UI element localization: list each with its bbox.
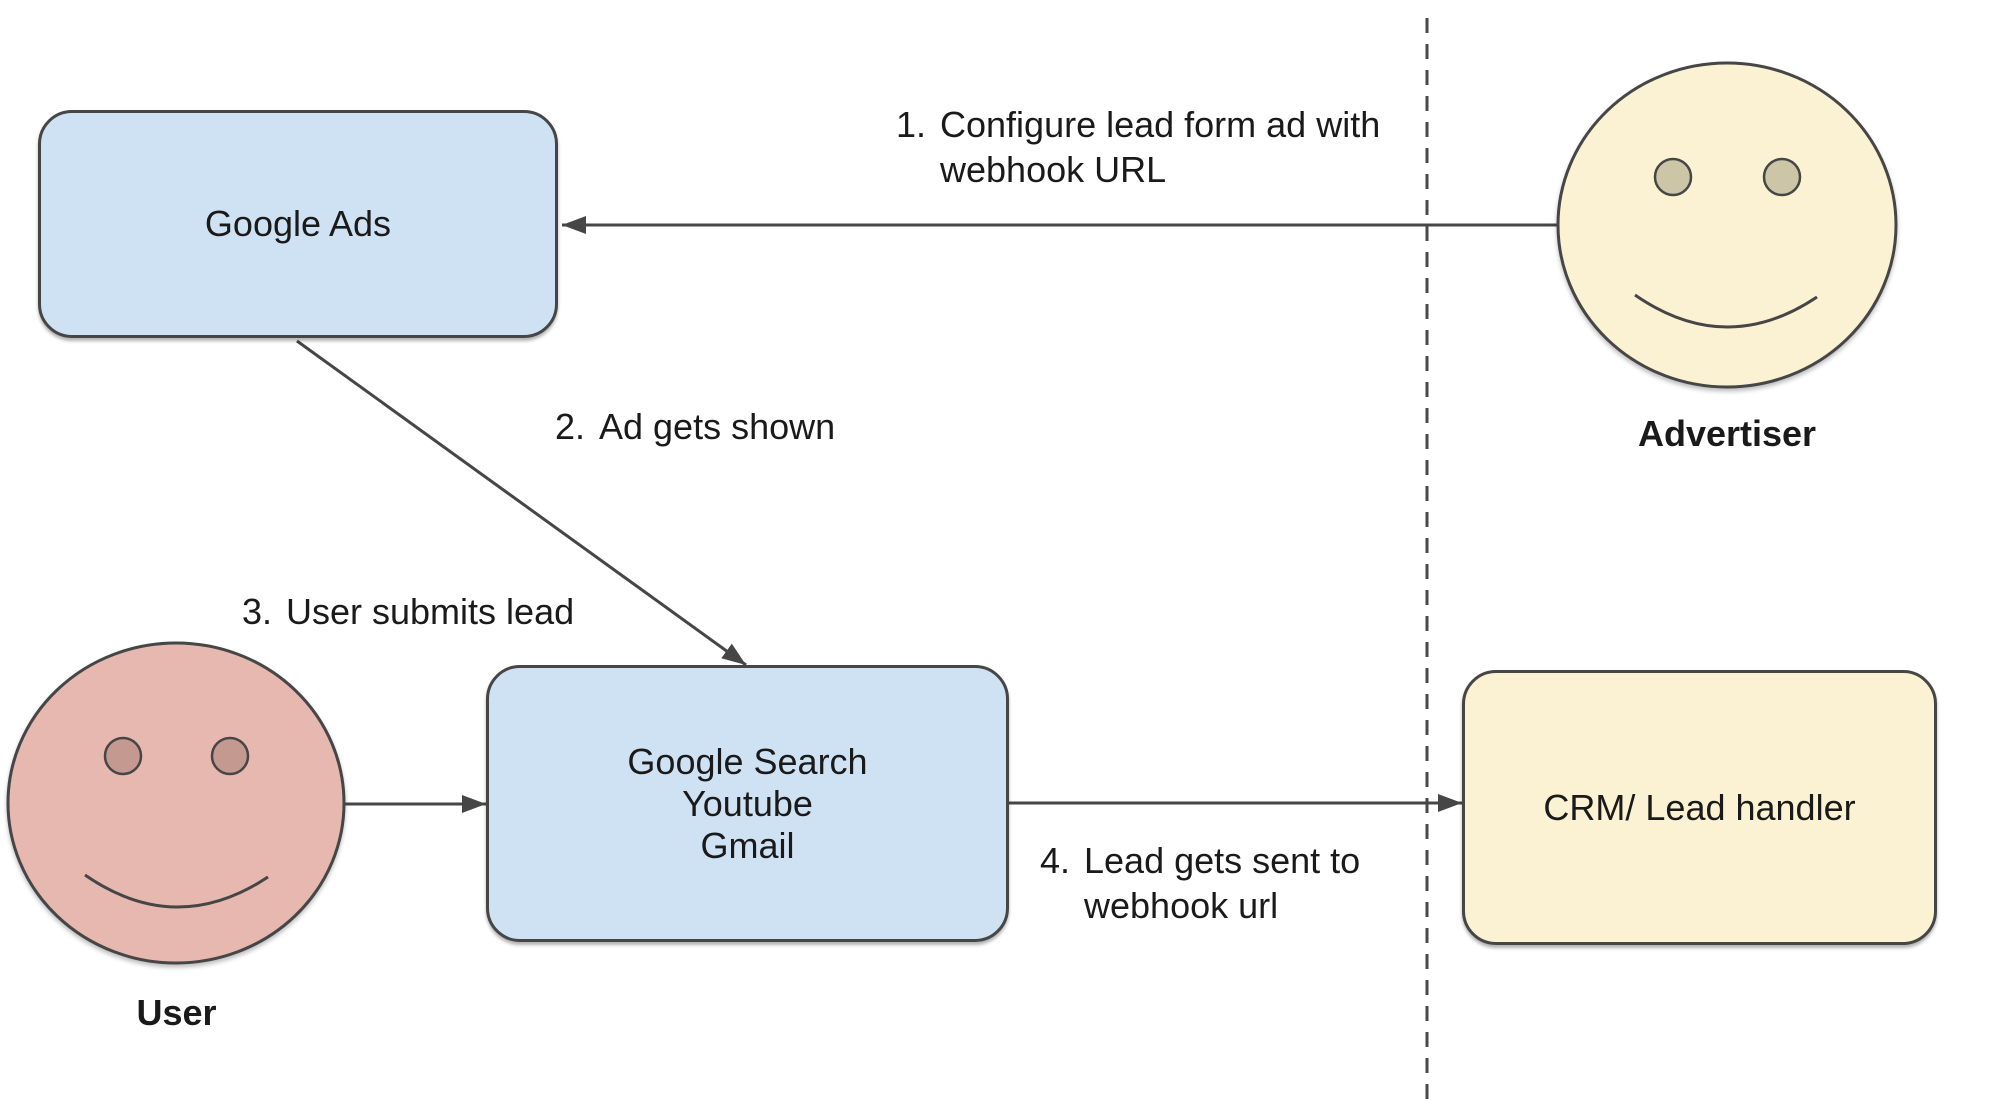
step-3-text: User submits lead [286, 591, 575, 632]
advertiser-head [1556, 61, 1898, 389]
advertiser-left-eye [1653, 157, 1693, 197]
advertiser-right-eye [1762, 157, 1802, 197]
step-1-number: 1. [896, 104, 927, 145]
step-4-text: Lead gets sent to webhook url [1084, 840, 1361, 926]
node-crm: CRM/ Lead handler [1462, 670, 1937, 945]
user-head [6, 641, 346, 965]
user-name-label: User [136, 992, 217, 1033]
channels-line-gmail: Gmail [700, 824, 795, 866]
arrow-ad-gets-shown [296, 339, 747, 667]
step-2-number: 2. [555, 406, 586, 447]
step-2-text: Ad gets shown [599, 406, 836, 447]
advertiser-face-icon [1556, 61, 1898, 389]
node-google-ads: Google Ads [38, 110, 558, 338]
step-4-number: 4. [1040, 840, 1071, 881]
node-google-ads-label: Google Ads [204, 203, 392, 244]
node-channels: Google Search Youtube Gmail [486, 665, 1009, 942]
user-left-eye [103, 736, 143, 776]
channels-line-google-search: Google Search [627, 740, 868, 782]
channels-line-youtube: Youtube [682, 782, 813, 824]
step-1-label: 1. Configure lead form ad with webhook U… [896, 102, 1400, 192]
step-2-label: 2. Ad gets shown [555, 404, 835, 449]
advertiser-smile [1634, 293, 1818, 329]
user-smile [84, 873, 269, 909]
step-3-number: 3. [242, 591, 273, 632]
node-crm-label: CRM/ Lead handler [1543, 786, 1856, 828]
user-face-icon [6, 641, 346, 965]
advertiser-name-label: Advertiser [1637, 413, 1817, 454]
step-3-label: 3. User submits lead [242, 589, 574, 634]
step-4-label: 4. Lead gets sent to webhook url [1040, 838, 1374, 928]
user-right-eye [210, 736, 250, 776]
step-1-text: Configure lead form ad with webhook URL [940, 104, 1381, 190]
node-channels-label: Google Search Youtube Gmail [627, 741, 867, 867]
